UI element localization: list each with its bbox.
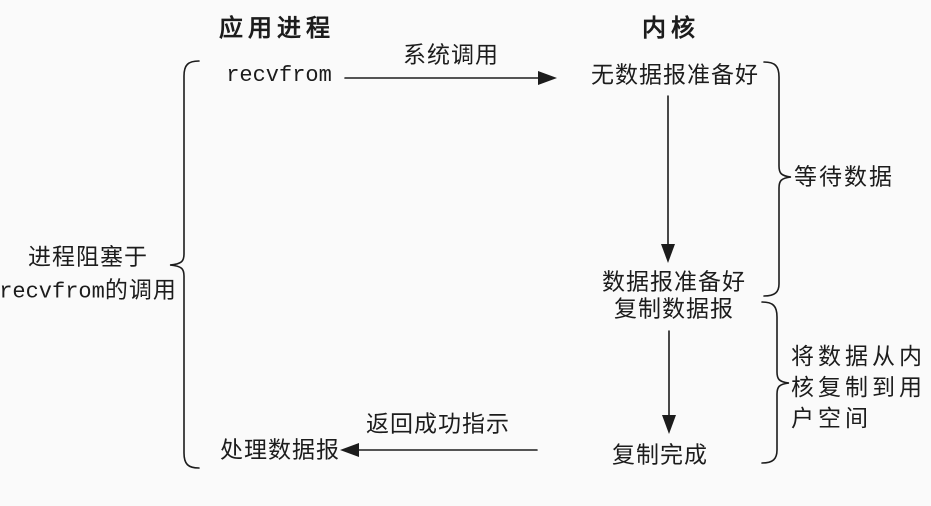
wait-data-arrowhead (661, 244, 675, 263)
datagram-ready-node: 数据报准备好 (602, 269, 746, 295)
process-datagram-node: 处理数据报 (220, 437, 340, 463)
kernel-header: 内核 (642, 15, 700, 42)
right-brace-wait-data (763, 61, 792, 297)
recvfrom-call-node: recvfrom (226, 63, 332, 88)
system-call-label: 系统调用 (403, 42, 499, 68)
return-success-label: 返回成功指示 (366, 411, 510, 437)
process-blocked-code: recvfrom (0, 279, 105, 305)
system-call-arrowhead (538, 71, 557, 85)
wait-for-data-label: 等待数据 (794, 164, 894, 190)
copy-datagram-node: 复制数据报 (614, 296, 734, 322)
right-brace-copy (761, 301, 790, 464)
return-arrowhead (340, 443, 359, 457)
application-process-header: 应用进程 (219, 15, 335, 42)
copy-complete-node: 复制完成 (612, 442, 708, 468)
copy-arrowhead (662, 415, 676, 434)
process-blocked-suffix: 的调用 (104, 277, 177, 303)
copy-kernel-to-user-label: 将数据从内核复制到用户空间 (791, 344, 926, 431)
process-blocked-label-line1: 进程阻塞于 (28, 244, 148, 270)
process-blocked-label-line2: recvfrom的调用 (0, 279, 177, 304)
no-datagram-ready-node: 无数据报准备好 (591, 62, 759, 88)
left-brace (169, 60, 200, 469)
